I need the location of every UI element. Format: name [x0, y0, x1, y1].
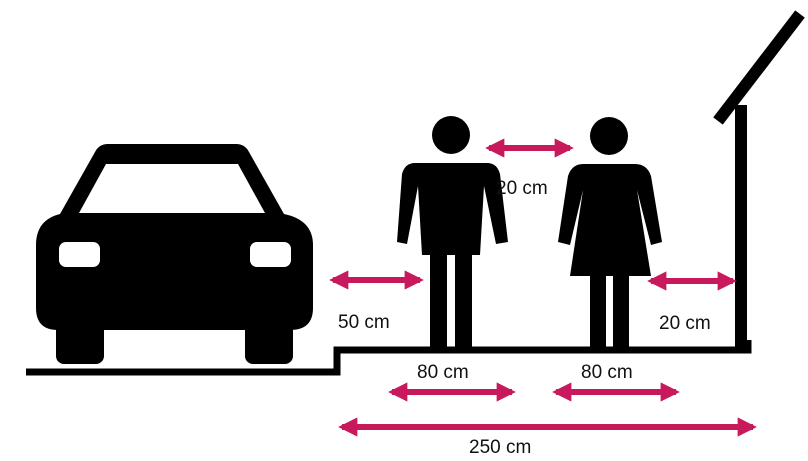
label-car-to-man: 50 cm	[338, 313, 390, 332]
house-wall-icon	[718, 14, 800, 352]
label-woman-width: 80 cm	[581, 363, 633, 382]
woman-icon	[558, 117, 662, 348]
label-woman-to-wall: 20 cm	[659, 314, 711, 333]
label-gap-between-people: 20 cm	[496, 179, 548, 198]
label-man-width: 80 cm	[417, 363, 469, 382]
car-icon	[36, 144, 313, 364]
ground-line	[26, 340, 748, 372]
label-total-width: 250 cm	[469, 438, 531, 457]
